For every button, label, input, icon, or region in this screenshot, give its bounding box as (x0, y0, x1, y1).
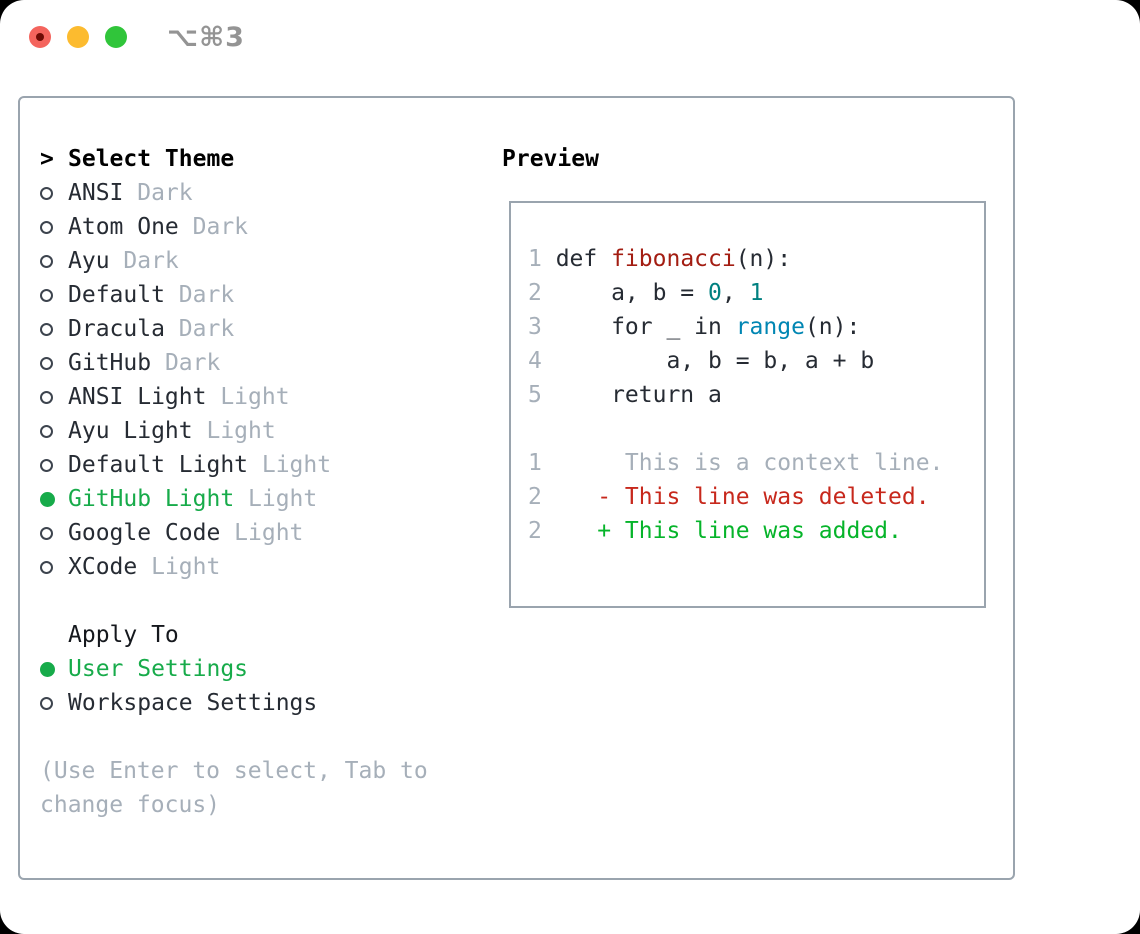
theme-tag: Light (220, 384, 290, 410)
radio-icon (40, 458, 53, 472)
code-line: 2 a, b = 0, 1 (528, 276, 984, 310)
theme-option-ayu-dark[interactable]: Ayu Dark (40, 244, 428, 278)
apply-option-label: Workspace Settings (68, 690, 318, 716)
radio-icon (40, 696, 53, 710)
theme-tag: Dark (164, 350, 221, 376)
number-literal: 0 (708, 280, 722, 306)
theme-name: Ayu (68, 248, 110, 274)
line-number: 4 (528, 348, 542, 374)
theme-option-github-dark[interactable]: GitHub Dark (40, 346, 428, 380)
builtin-name: range (735, 314, 805, 340)
apply-to-label: Apply To (68, 622, 179, 648)
select-theme-header: > Select Theme (40, 142, 428, 176)
theme-tag: Light (151, 554, 221, 580)
theme-name: ANSI (68, 180, 124, 206)
code-line: 4 a, b = b, a + b (528, 344, 984, 378)
theme-tag: Dark (137, 180, 193, 206)
theme-tag: Dark (178, 316, 235, 342)
radio-icon (40, 526, 53, 540)
radio-icon (40, 288, 53, 302)
traffic-lights (29, 26, 127, 48)
spacer (40, 584, 428, 618)
blank-line (528, 412, 984, 446)
zoom-button[interactable] (105, 26, 127, 48)
radio-icon (40, 254, 53, 268)
diff-deleted-line: 2 - This line was deleted. (528, 480, 984, 514)
spacer (40, 720, 428, 754)
theme-name: GitHub Light (68, 486, 235, 512)
theme-name: XCode (68, 554, 138, 580)
apply-option-workspace-settings[interactable]: Workspace Settings (40, 686, 428, 720)
theme-option-default-dark[interactable]: Default Dark (40, 278, 428, 312)
radio-icon (40, 560, 53, 574)
theme-tag: Light (234, 520, 304, 546)
line-number: 2 (528, 280, 542, 306)
radio-icon (40, 322, 53, 336)
theme-tag: Dark (123, 248, 179, 274)
theme-name: Ayu Light (68, 418, 193, 444)
radio-icon (40, 356, 53, 370)
theme-name: ANSI Light (68, 384, 207, 410)
radio-icon (40, 661, 55, 677)
apply-to-header: Apply To (40, 618, 428, 652)
theme-name: Default (68, 282, 165, 308)
radio-icon (40, 424, 53, 438)
theme-option-default-light[interactable]: Default Light Light (40, 448, 428, 482)
theme-option-atom-one-dark[interactable]: Atom One Dark (40, 210, 428, 244)
theme-option-github-light[interactable]: GitHub Light Light (40, 482, 428, 516)
diff-context-line: 1 This is a context line. (528, 446, 984, 480)
theme-tag: Dark (192, 214, 249, 240)
preview-title: Preview (502, 146, 599, 172)
theme-tag: Dark (178, 282, 235, 308)
line-number: 1 (528, 450, 542, 476)
apply-option-user-settings[interactable]: User Settings (40, 652, 428, 686)
theme-option-xcode-light[interactable]: XCode Light (40, 550, 428, 584)
diff-added-line: 2 + This line was added. (528, 514, 984, 548)
radio-icon (40, 186, 53, 200)
theme-option-google-code-light[interactable]: Google Code Light (40, 516, 428, 550)
code-line: 5 return a (528, 378, 984, 412)
theme-tag: Light (261, 452, 332, 478)
prompt-icon: > (40, 146, 54, 172)
close-dot-icon (36, 33, 44, 41)
apply-option-label: User Settings (68, 656, 249, 682)
line-number: 3 (528, 314, 542, 340)
radio-icon (40, 220, 53, 234)
theme-name: GitHub (68, 350, 152, 376)
code-line: 3 for _ in range(n): (528, 310, 984, 344)
line-number: 1 (528, 246, 542, 272)
theme-tag: Light (206, 418, 276, 444)
minimize-button[interactable] (67, 26, 89, 48)
close-button[interactable] (29, 26, 51, 48)
number-literal: 1 (749, 280, 764, 306)
line-number: 2 (528, 484, 542, 510)
theme-name: Default Light (68, 452, 249, 478)
hint-text-line-2: change focus) (40, 792, 221, 818)
line-number: 5 (528, 382, 542, 408)
theme-name: Dracula (68, 316, 165, 342)
theme-option-ansi-dark[interactable]: ANSI Dark (40, 176, 428, 210)
window-title: ⌥⌘3 (167, 22, 245, 53)
select-theme-title: Select Theme (68, 146, 235, 172)
theme-option-ansi-light[interactable]: ANSI Light Light (40, 380, 428, 414)
line-number: 2 (528, 518, 542, 544)
theme-option-ayu-light[interactable]: Ayu Light Light (40, 414, 428, 448)
theme-name: Google Code (68, 520, 221, 546)
radio-icon (40, 491, 55, 507)
radio-icon (40, 390, 53, 404)
function-name: fibonacci (611, 246, 736, 272)
hint-text-line-1: (Use Enter to select, Tab to (40, 758, 428, 784)
theme-option-dracula-dark[interactable]: Dracula Dark (40, 312, 428, 346)
theme-tag: Light (248, 486, 318, 512)
theme-name: Atom One (68, 214, 179, 240)
